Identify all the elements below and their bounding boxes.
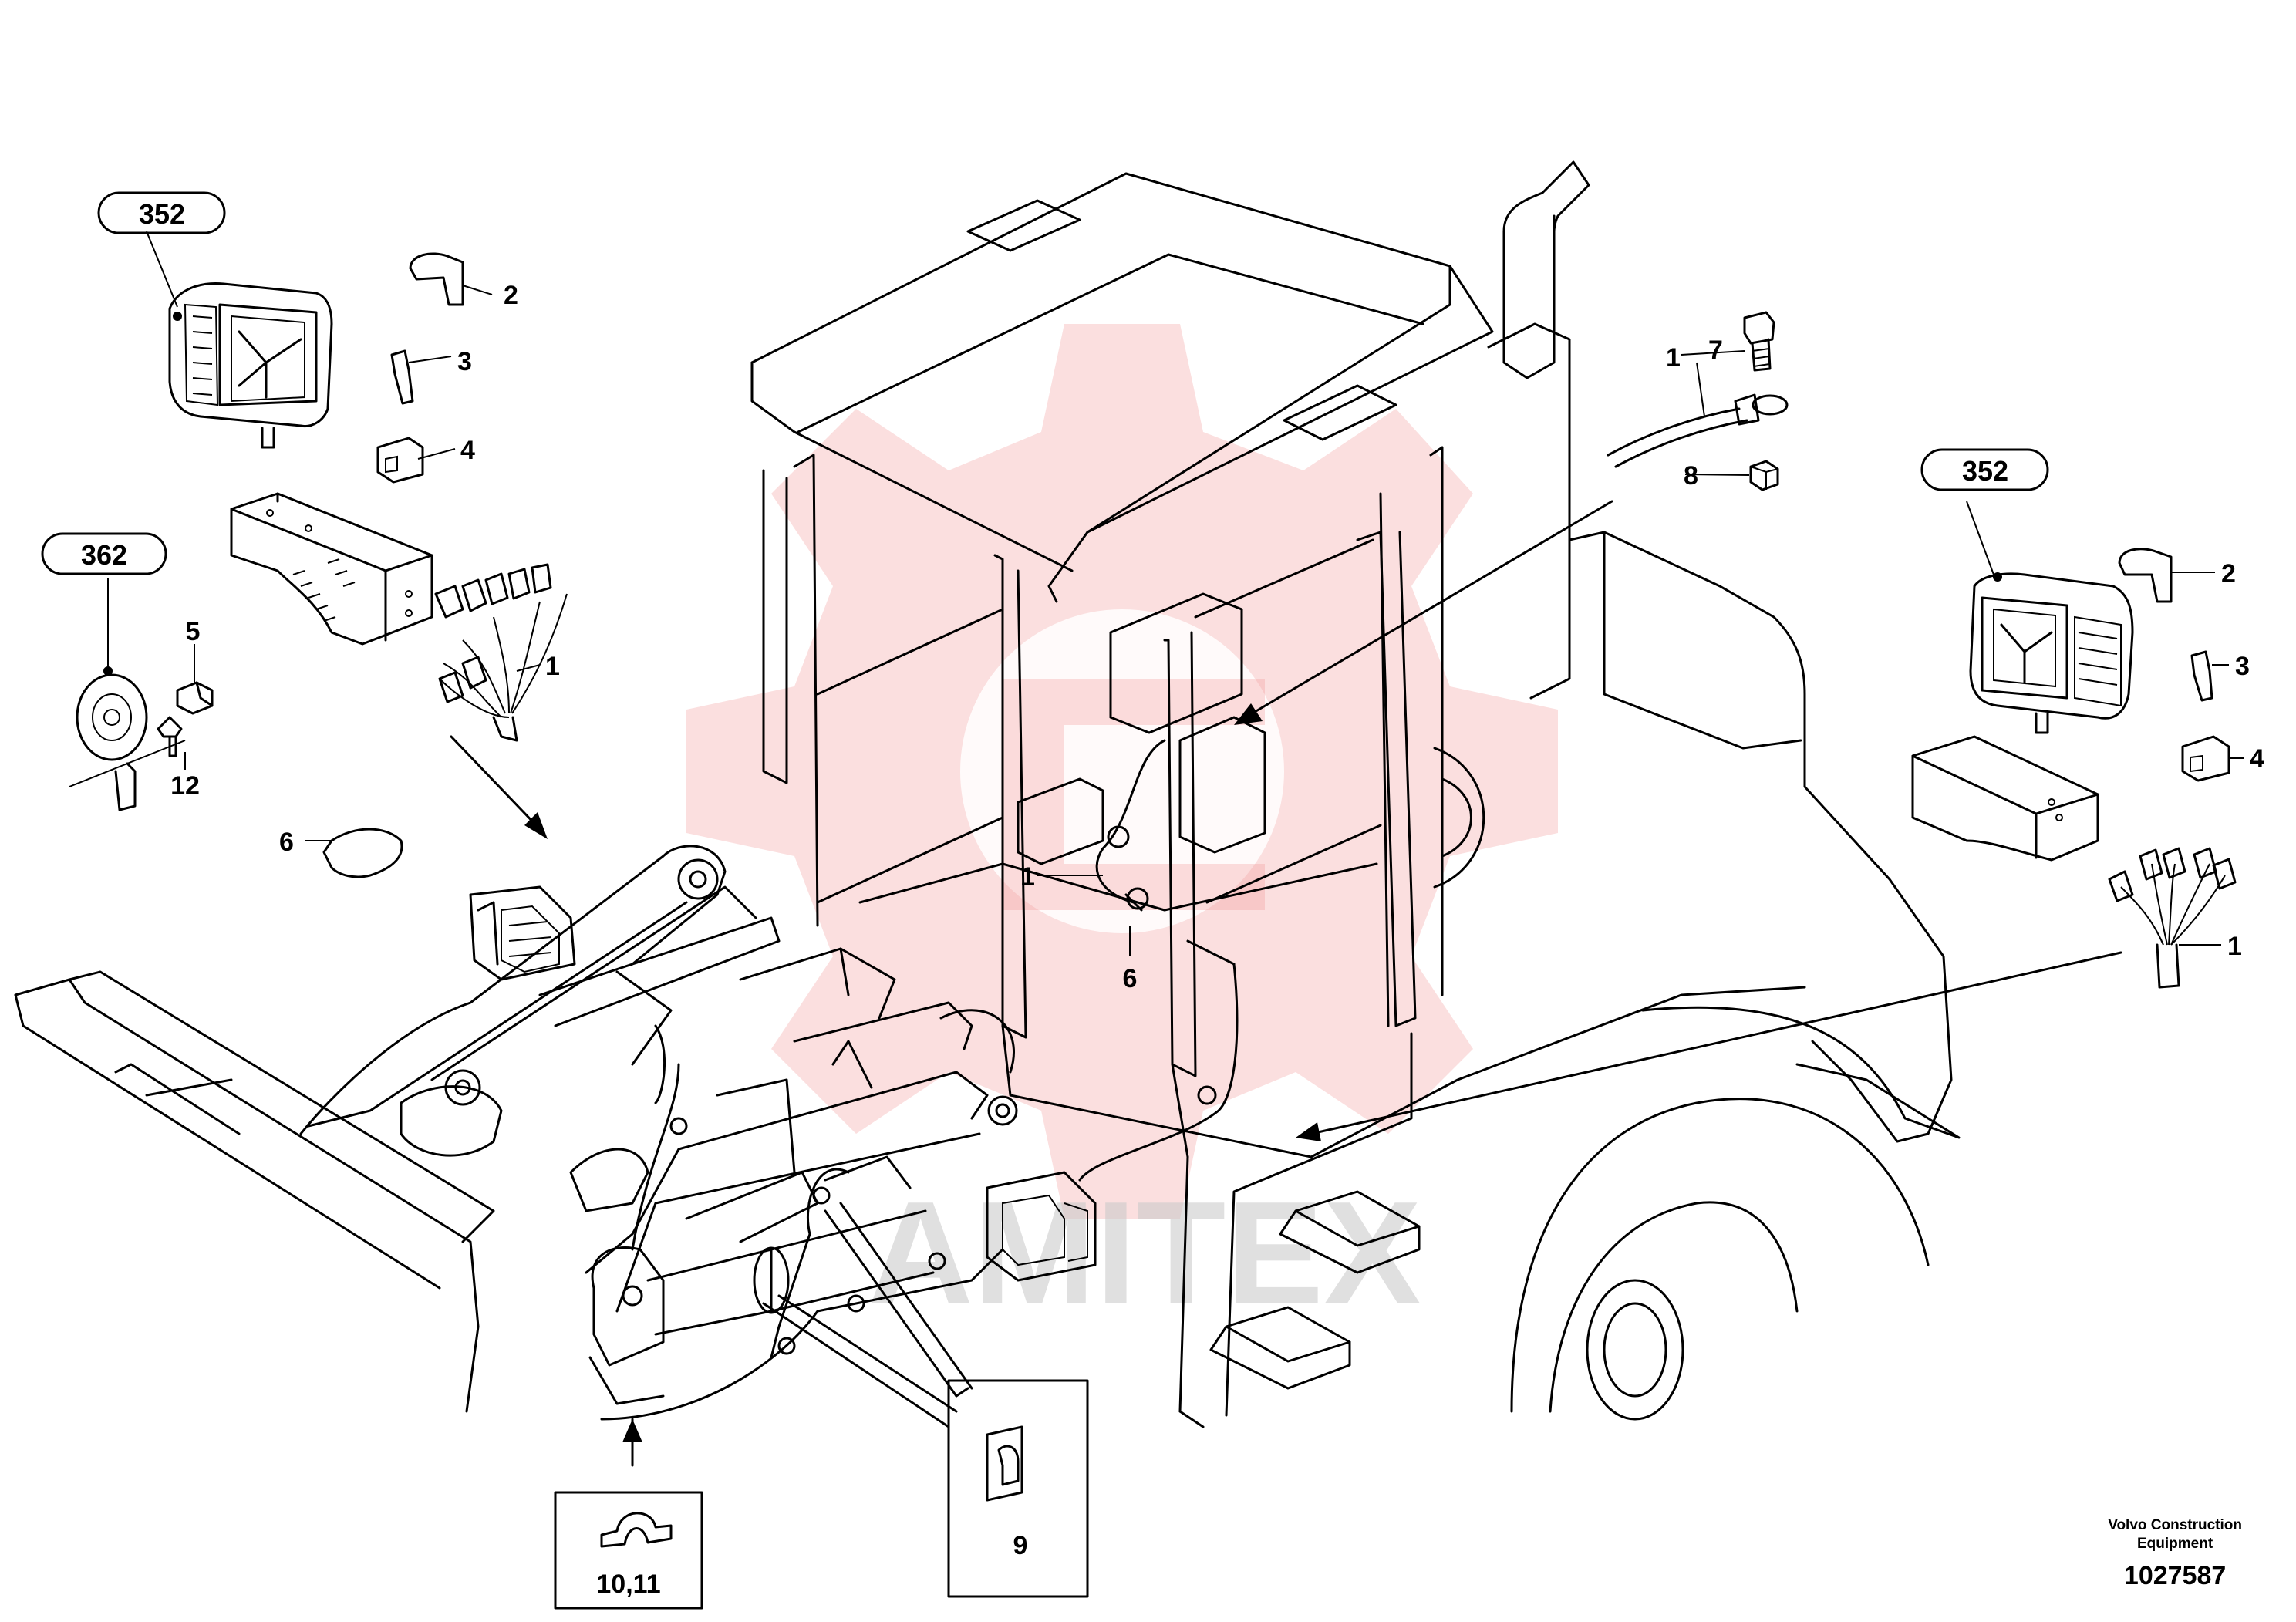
ref-352-left-label: 352 xyxy=(139,198,185,230)
callout-1-harness-left: 1 xyxy=(545,652,560,681)
callout-3-right: 3 xyxy=(2235,652,2250,681)
callout-2-right: 2 xyxy=(2221,559,2236,588)
callout-12: 12 xyxy=(170,771,200,801)
mounting-bracket-right xyxy=(1911,735,2099,862)
callout-1-top: 1 xyxy=(1666,343,1681,373)
work-lamp-part-left xyxy=(168,282,333,449)
ref-362-label: 362 xyxy=(81,539,127,571)
detail-box-clamp xyxy=(947,1379,1089,1598)
connector-cap-part-2-left xyxy=(409,252,464,306)
document-number: 1027587 xyxy=(2123,1561,2227,1590)
ref-oval-362 xyxy=(41,532,167,575)
watermark-text: AMITEX xyxy=(868,1172,1421,1335)
callout-8: 8 xyxy=(1684,461,1698,491)
plug-part-4-left xyxy=(376,437,424,484)
callout-1-cab: 1 xyxy=(1020,862,1035,892)
terminal-part-3-right xyxy=(2190,650,2213,702)
connector-cap-part-2-right xyxy=(2118,548,2173,603)
document-footer: Volvo Construction Equipment 1027587 xyxy=(2108,1516,2242,1591)
callout-9: 9 xyxy=(1013,1531,1028,1560)
watermark-gear xyxy=(686,324,1558,1219)
ring-terminal-cable-part-1 xyxy=(1607,393,1789,468)
callout-5: 5 xyxy=(186,617,201,646)
work-lamp-part-right xyxy=(1969,572,2134,734)
manufacturer-line-2: Equipment xyxy=(2137,1536,2213,1552)
callout-4-left: 4 xyxy=(460,436,475,465)
callout-1-harness-right: 1 xyxy=(2227,932,2242,961)
callout-7: 7 xyxy=(1708,336,1723,365)
bolt-part-7 xyxy=(1743,311,1775,372)
wiring-harness-routing xyxy=(600,739,1239,1421)
callout-10-11: 10,11 xyxy=(596,1570,660,1599)
loader-body-drawing xyxy=(14,160,1961,1428)
callout-2-left: 2 xyxy=(504,281,518,310)
nut-part-8 xyxy=(1749,460,1779,491)
callout-6-left: 6 xyxy=(279,828,294,857)
ref-oval-352-left xyxy=(97,191,226,234)
ref-352-right-label: 352 xyxy=(1962,455,2008,487)
ref-oval-352-right xyxy=(1920,448,2049,491)
callout-6-cab: 6 xyxy=(1123,964,1138,993)
clamp-part-6-left xyxy=(322,828,403,878)
manufacturer-line-1: Volvo Construction xyxy=(2108,1517,2242,1533)
wire-harness-part-1-left xyxy=(434,563,568,742)
cable-grommets xyxy=(669,825,1217,1355)
wire-harness-part-1-right xyxy=(2108,847,2237,989)
connector-part-5 xyxy=(176,681,214,715)
horn-part xyxy=(76,673,148,811)
plug-part-4-right xyxy=(2181,735,2230,782)
front-work-light xyxy=(986,1171,1097,1282)
detail-box-clip xyxy=(554,1491,703,1610)
terminal-part-3-left xyxy=(390,349,414,405)
callout-4-right: 4 xyxy=(2250,744,2264,774)
boom-work-light xyxy=(469,885,576,981)
callout-3-left: 3 xyxy=(457,347,472,376)
mounting-bracket-left xyxy=(230,492,433,646)
leader-lines xyxy=(69,231,2244,1467)
